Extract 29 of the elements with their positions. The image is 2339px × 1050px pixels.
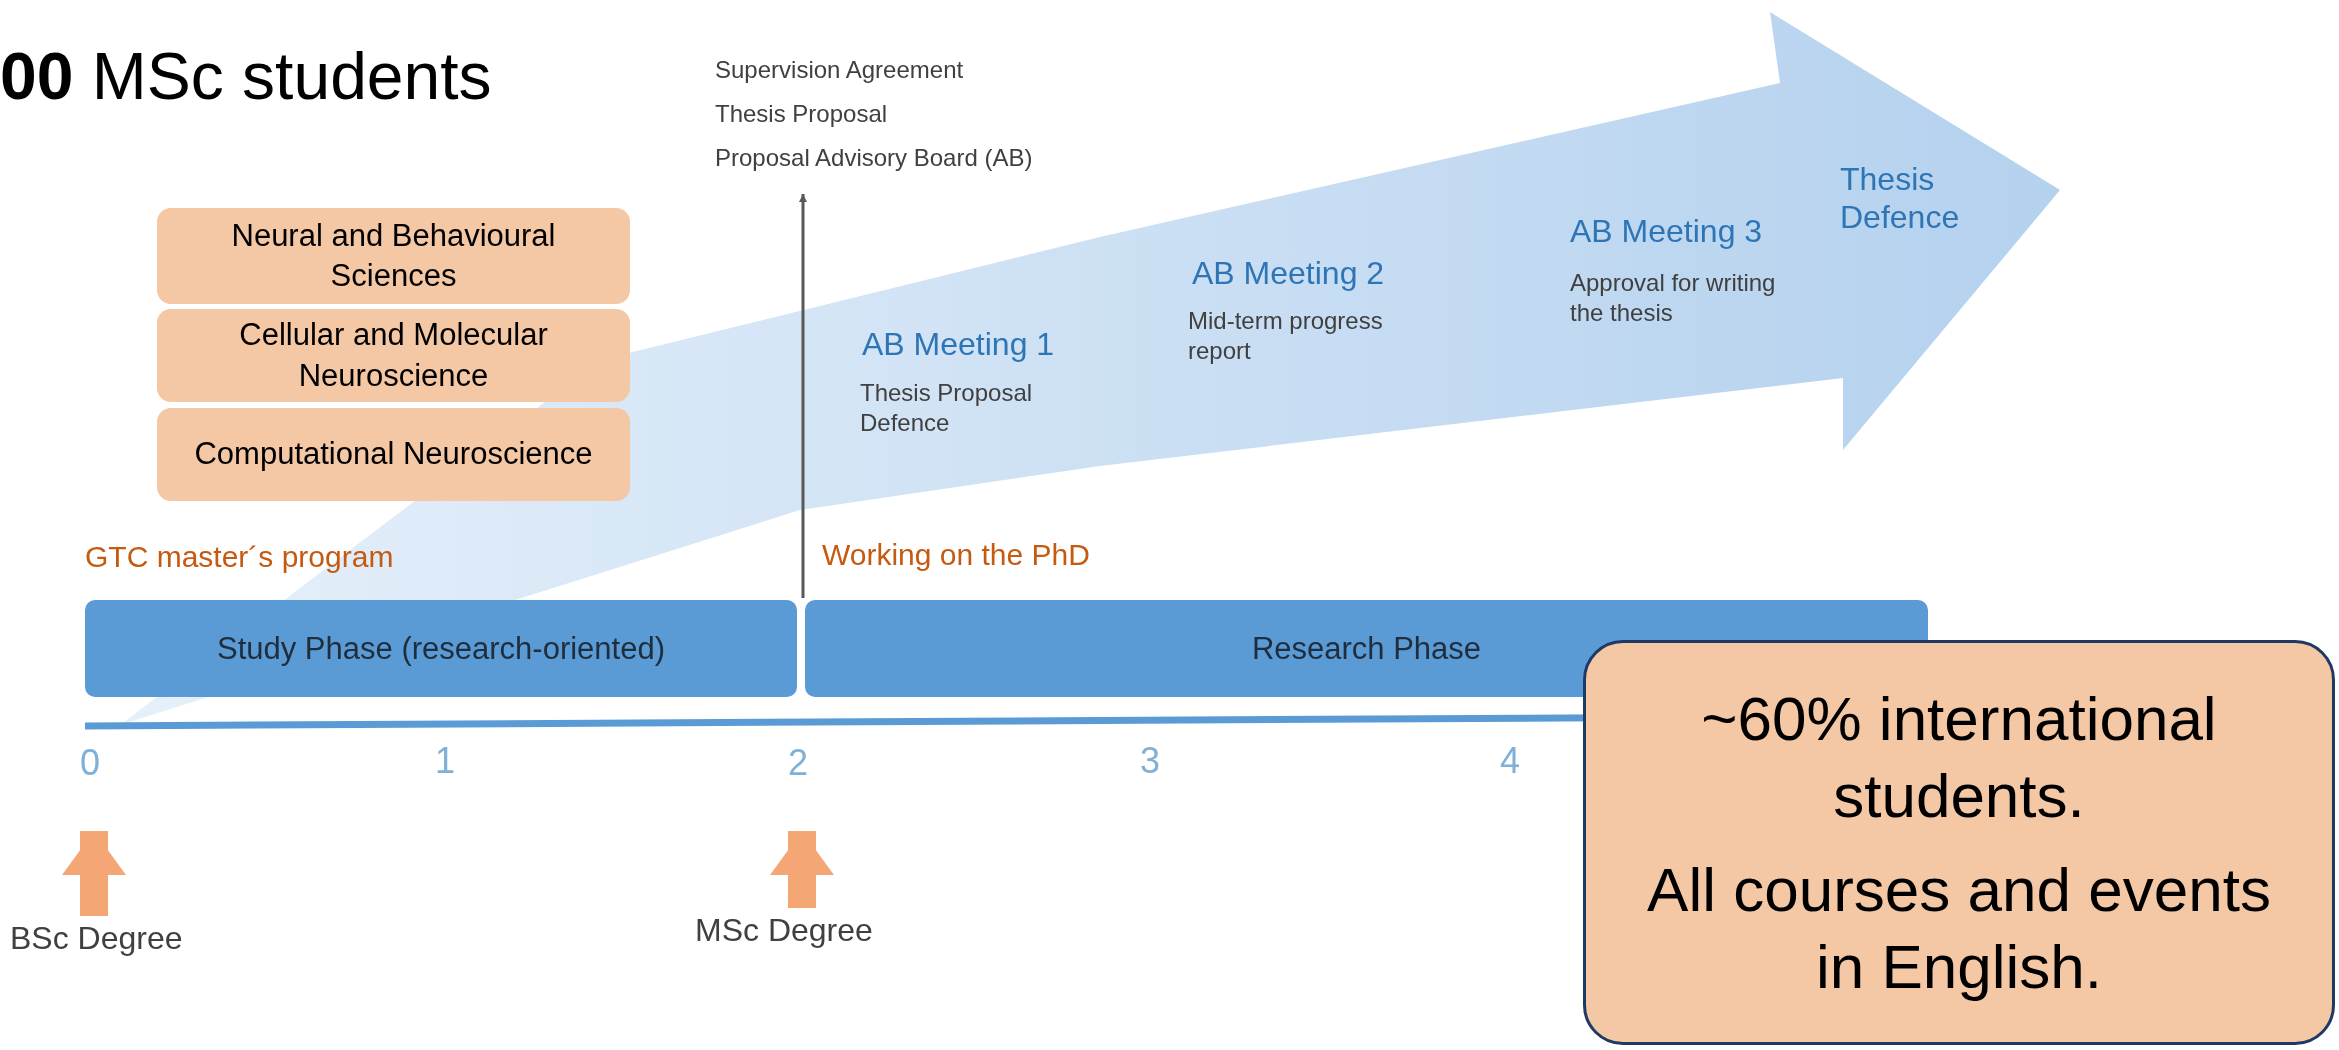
phase-caption: GTC master´s program bbox=[85, 540, 394, 574]
title: 00 MSc students bbox=[0, 38, 492, 114]
callout-box bbox=[1583, 640, 2335, 1045]
milestone-text: MSc Degree bbox=[695, 910, 905, 954]
milestone-text: Approval for writing the thesis bbox=[1570, 268, 1777, 328]
program-box: Neural and Behavioural Sciences bbox=[157, 208, 630, 304]
program-box: Cellular and Molecular Neuroscience bbox=[157, 309, 630, 402]
milestone-heading: AB Meeting 1 bbox=[862, 325, 1055, 364]
arrow bbox=[770, 831, 834, 908]
phase-bar: Study Phase (research-oriented) bbox=[85, 600, 797, 697]
arrow bbox=[62, 831, 126, 916]
callout-text: All courses and events in English. bbox=[1646, 853, 2272, 1003]
milestone-text: Proposal Advisory Board (AB) bbox=[715, 143, 1034, 173]
milestone-text: Mid-term progress report bbox=[1188, 306, 1384, 366]
arrow bbox=[799, 194, 807, 598]
year-tick: 2 bbox=[788, 742, 816, 786]
milestone-text: BSc Degree bbox=[10, 918, 210, 962]
program-box: Computational Neuroscience bbox=[157, 408, 630, 501]
year-tick: 4 bbox=[1500, 740, 1521, 782]
year-tick: 3 bbox=[1140, 740, 1161, 782]
milestone-text: Thesis Proposal bbox=[715, 99, 889, 129]
milestone-text: Thesis Proposal Defence bbox=[860, 378, 1034, 438]
milestone-heading: AB Meeting 2 bbox=[1192, 254, 1385, 293]
milestone-heading: AB Meeting 3 bbox=[1570, 212, 1763, 251]
year-tick: 0 bbox=[80, 742, 108, 786]
milestone-heading: Thesis Defence bbox=[1840, 160, 1961, 237]
milestone-text: Supervision Agreement bbox=[715, 55, 965, 85]
year-tick: 1 bbox=[435, 740, 456, 782]
phase-caption: Working on the PhD bbox=[822, 538, 1090, 572]
